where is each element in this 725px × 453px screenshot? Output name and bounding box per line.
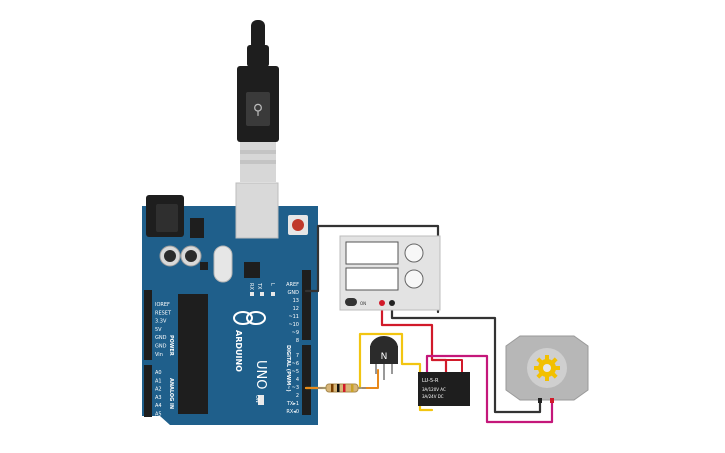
pin-label: 7 bbox=[296, 353, 299, 359]
voltage-knob[interactable] bbox=[404, 243, 424, 263]
motor-gear-icon bbox=[534, 355, 560, 381]
pin-label: 5V bbox=[155, 327, 162, 333]
pin-label: ~9 bbox=[292, 330, 299, 336]
digital-bottom-pin-labels: 7 ~6 ~5 4 ~3 2TX▸1RX◂0 bbox=[286, 353, 299, 415]
resistor[interactable] bbox=[318, 383, 366, 393]
relay-line-2: 3A/120V AC bbox=[422, 387, 446, 392]
pin-label: 3.3V bbox=[155, 319, 167, 325]
relay-line-3: 3A/24V DC bbox=[422, 394, 444, 399]
wire-ps-motor-black bbox=[390, 302, 542, 414]
pin-label: 13 bbox=[293, 298, 299, 304]
analog-header-title: ANALOG IN bbox=[168, 378, 174, 409]
pin-label: ~3 bbox=[292, 385, 299, 391]
l-label: L bbox=[269, 283, 275, 286]
ps-badge: ON bbox=[360, 301, 366, 306]
power-pin-labels: IOREF RESET 3.3V 5V GND GND Vin bbox=[155, 302, 172, 358]
power-switch[interactable] bbox=[345, 298, 357, 306]
on-label: ON bbox=[254, 395, 260, 403]
pin-label: 12 bbox=[293, 306, 299, 312]
current-knob[interactable] bbox=[404, 269, 424, 289]
motor-terminal-left[interactable] bbox=[538, 398, 542, 403]
pin-label: ~5 bbox=[292, 369, 299, 375]
arduino-uno-board[interactable]: ARDUINO UNO POWER ANALOG IN DIGITAL (PWM… bbox=[142, 182, 318, 425]
digital-header-title: DIGITAL (PWM~) bbox=[285, 345, 291, 392]
pin-label: AREF bbox=[286, 282, 299, 288]
ps-terminal-positive[interactable] bbox=[379, 300, 385, 306]
relay-line-1: LU-5-R bbox=[422, 378, 439, 384]
voltage-display bbox=[345, 241, 399, 265]
rx-label: RX bbox=[248, 283, 254, 290]
usb-cable: ⚲ bbox=[237, 20, 279, 182]
pin-label: GND bbox=[155, 335, 167, 341]
pin-label: Vin bbox=[155, 352, 163, 358]
pin-label: GND bbox=[155, 344, 167, 350]
pin-label: A4 bbox=[155, 403, 162, 409]
tx-label: TX bbox=[256, 282, 262, 290]
pin-label: ~10 bbox=[288, 322, 299, 328]
transistor-label: N bbox=[381, 352, 388, 362]
pin-label: A0 bbox=[155, 370, 162, 376]
pin-label: RESET bbox=[155, 310, 172, 316]
board-brand: ARDUINO bbox=[234, 330, 243, 372]
svg-text:⚲: ⚲ bbox=[253, 102, 263, 118]
pin-label: 2 bbox=[296, 393, 299, 399]
npn-transistor[interactable]: N bbox=[370, 336, 398, 380]
pin-label: GND bbox=[288, 290, 300, 296]
power-supply[interactable]: ON bbox=[339, 235, 441, 311]
pin-label: 4 bbox=[296, 377, 299, 383]
dc-motor[interactable] bbox=[505, 335, 589, 403]
pin-label: A3 bbox=[155, 395, 162, 401]
wire-relay-motor-magenta bbox=[425, 354, 554, 424]
digital-top-pin-labels: AREF GND 13 12 ~11 ~10 ~9 8 bbox=[286, 282, 299, 344]
board-model: UNO bbox=[253, 360, 268, 389]
wire-relay-red-link bbox=[445, 359, 463, 373]
power-header-title: POWER bbox=[168, 335, 174, 356]
pin-label: IOREF bbox=[155, 302, 170, 308]
pin-label: A1 bbox=[155, 378, 162, 384]
pin-label: A5 bbox=[155, 412, 162, 418]
current-display bbox=[345, 267, 399, 291]
wire-yellow bbox=[304, 332, 434, 412]
relay[interactable]: LU-5-R 3A/120V AC 3A/24V DC bbox=[418, 372, 470, 406]
pin-label: 8 bbox=[296, 338, 299, 344]
motor-terminal-right[interactable] bbox=[550, 398, 554, 403]
pin-label: RX◂0 bbox=[286, 409, 299, 415]
ps-terminal-negative[interactable] bbox=[389, 300, 395, 306]
pin-label: ~6 bbox=[292, 361, 299, 367]
pin-label: ~11 bbox=[288, 314, 299, 320]
pin-label: A2 bbox=[155, 387, 162, 393]
wire-resistor-transistor-orange bbox=[361, 369, 379, 389]
pin-label: TX▸1 bbox=[286, 401, 299, 407]
